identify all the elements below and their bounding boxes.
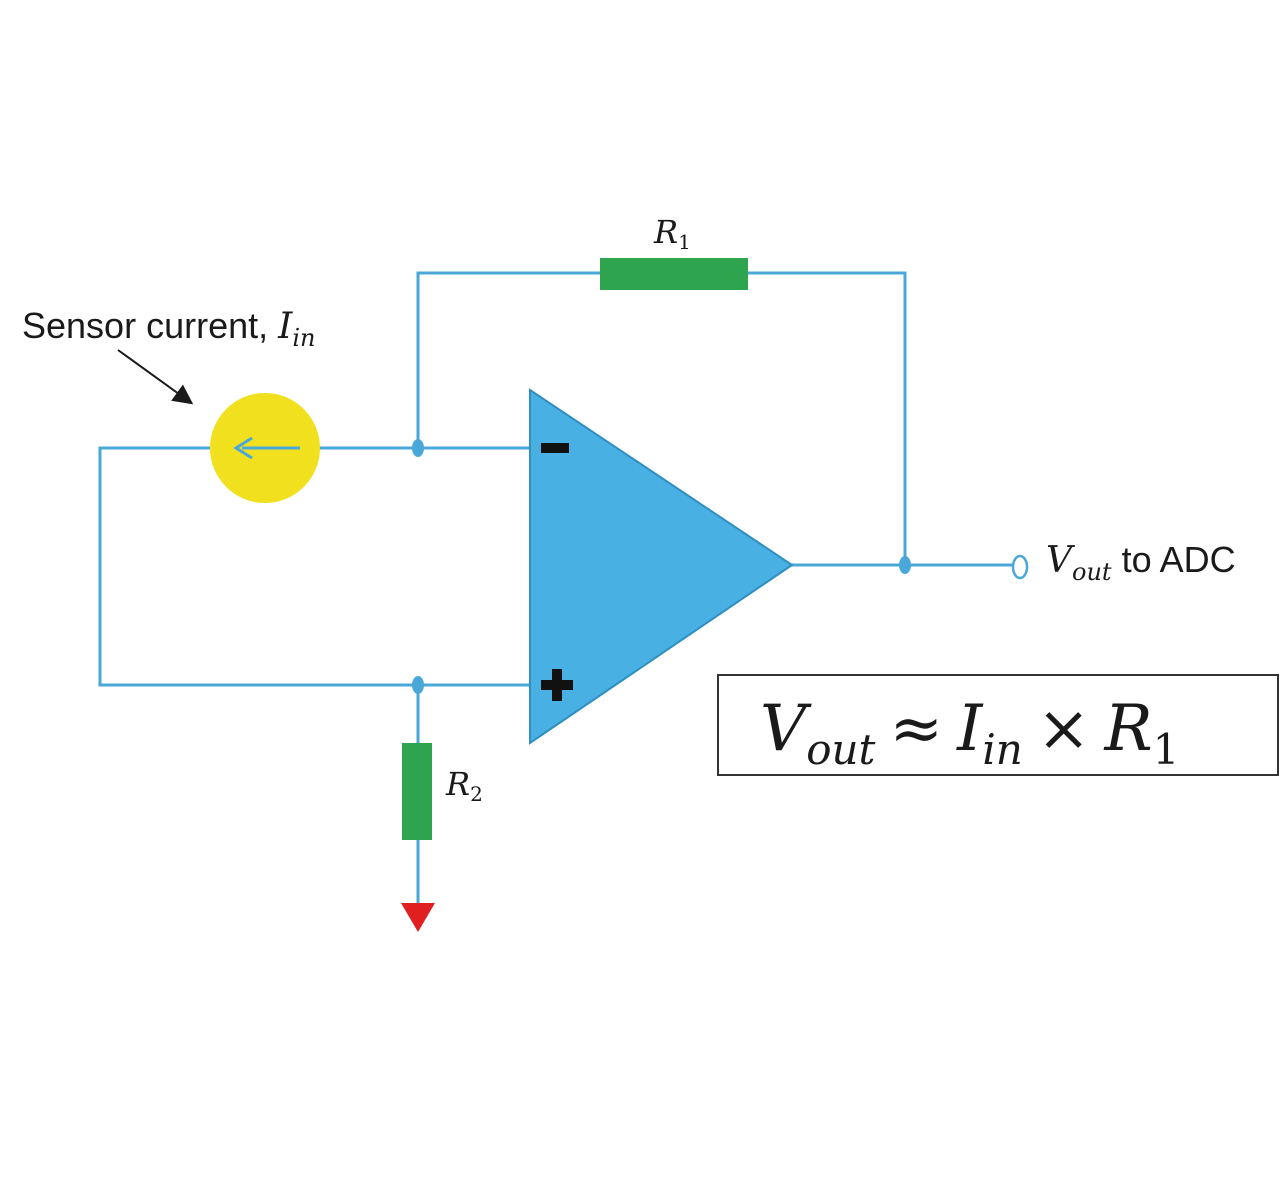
vout-label: Vout to ADC [1046,539,1236,586]
opamp-triangle [529,388,794,745]
formula: Vout≈Iin×R1 [760,692,1179,774]
label-r2: R2 [445,765,483,806]
opamp-minus-sign [541,443,569,453]
label-r1: R1 [653,213,691,254]
resistor-r1 [600,258,748,290]
left-arrow-icon [233,436,300,460]
junction-nodes [412,439,911,694]
formula-box [717,674,1279,776]
ground-triangle-icon [401,903,435,932]
opamp-plus-sign [541,669,573,701]
sensor-pointer-arrow [117,349,194,405]
node-output [899,556,911,574]
output-terminal [1011,554,1029,580]
sensor-current-label: Sensor current, Iin [22,305,316,352]
node-noninverting [412,676,424,694]
node-inverting [412,439,424,457]
wire-left-loop [98,446,530,687]
resistor-r2 [402,743,432,840]
